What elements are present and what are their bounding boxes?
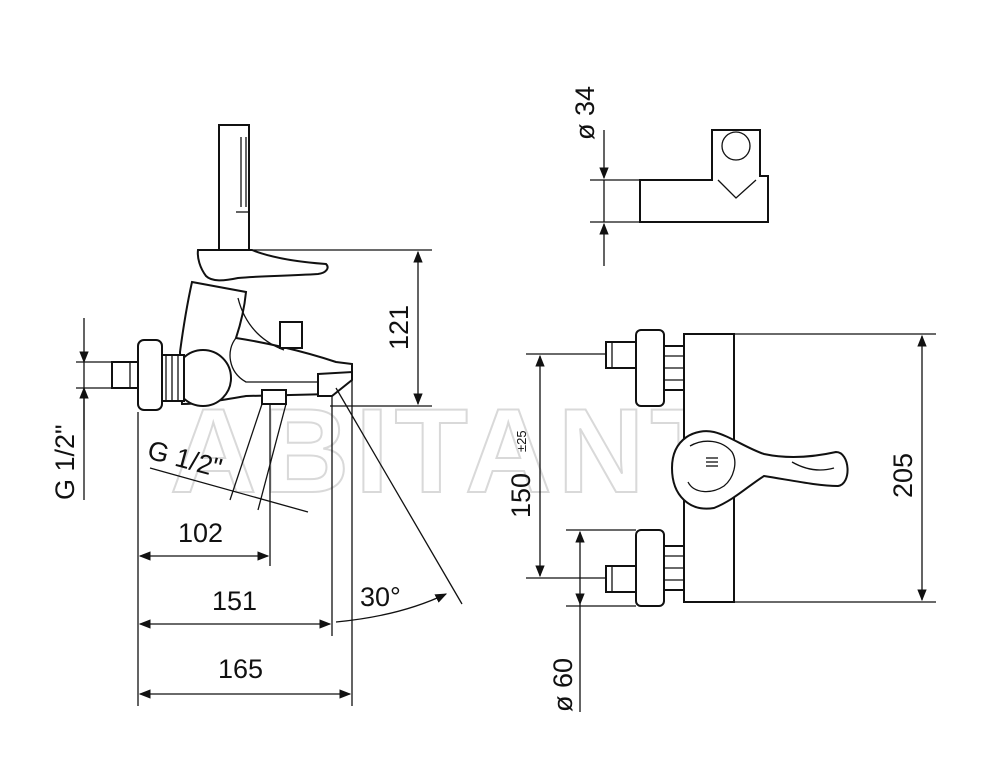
dim-flange-diameter: ø 60 [548, 658, 578, 712]
bottom-flange [635, 529, 665, 607]
holder-view: ø 34 [570, 86, 769, 266]
dim-centres-tolerance: ±25 [514, 430, 529, 452]
front-lever [670, 430, 849, 510]
lever-handle [196, 249, 329, 282]
dim-angle: 30° [360, 582, 401, 612]
front-view: 150 ±25 205 ø 60 [506, 329, 936, 712]
diverter-knob [279, 321, 303, 349]
bottom-inlet [605, 565, 637, 593]
top-inlet [605, 341, 637, 369]
eccentric-union [161, 354, 185, 402]
spout-outlet [317, 370, 353, 397]
dim-holder-diameter: ø 34 [570, 86, 600, 140]
dim-height-121: 121 [384, 305, 414, 350]
dim-centres-150: 150 [506, 473, 536, 518]
wall-flange [137, 339, 163, 411]
shower-holder [639, 129, 769, 223]
top-flange [635, 329, 665, 407]
dim-height-205: 205 [888, 453, 918, 498]
shower-outlet [261, 389, 287, 405]
dim-165: 165 [218, 654, 263, 684]
dim-inlet-thread: G 1/2" [50, 424, 80, 500]
inlet-connector [111, 361, 139, 389]
hand-shower [218, 124, 250, 251]
dim-102: 102 [178, 518, 223, 548]
dim-151: 151 [212, 586, 257, 616]
